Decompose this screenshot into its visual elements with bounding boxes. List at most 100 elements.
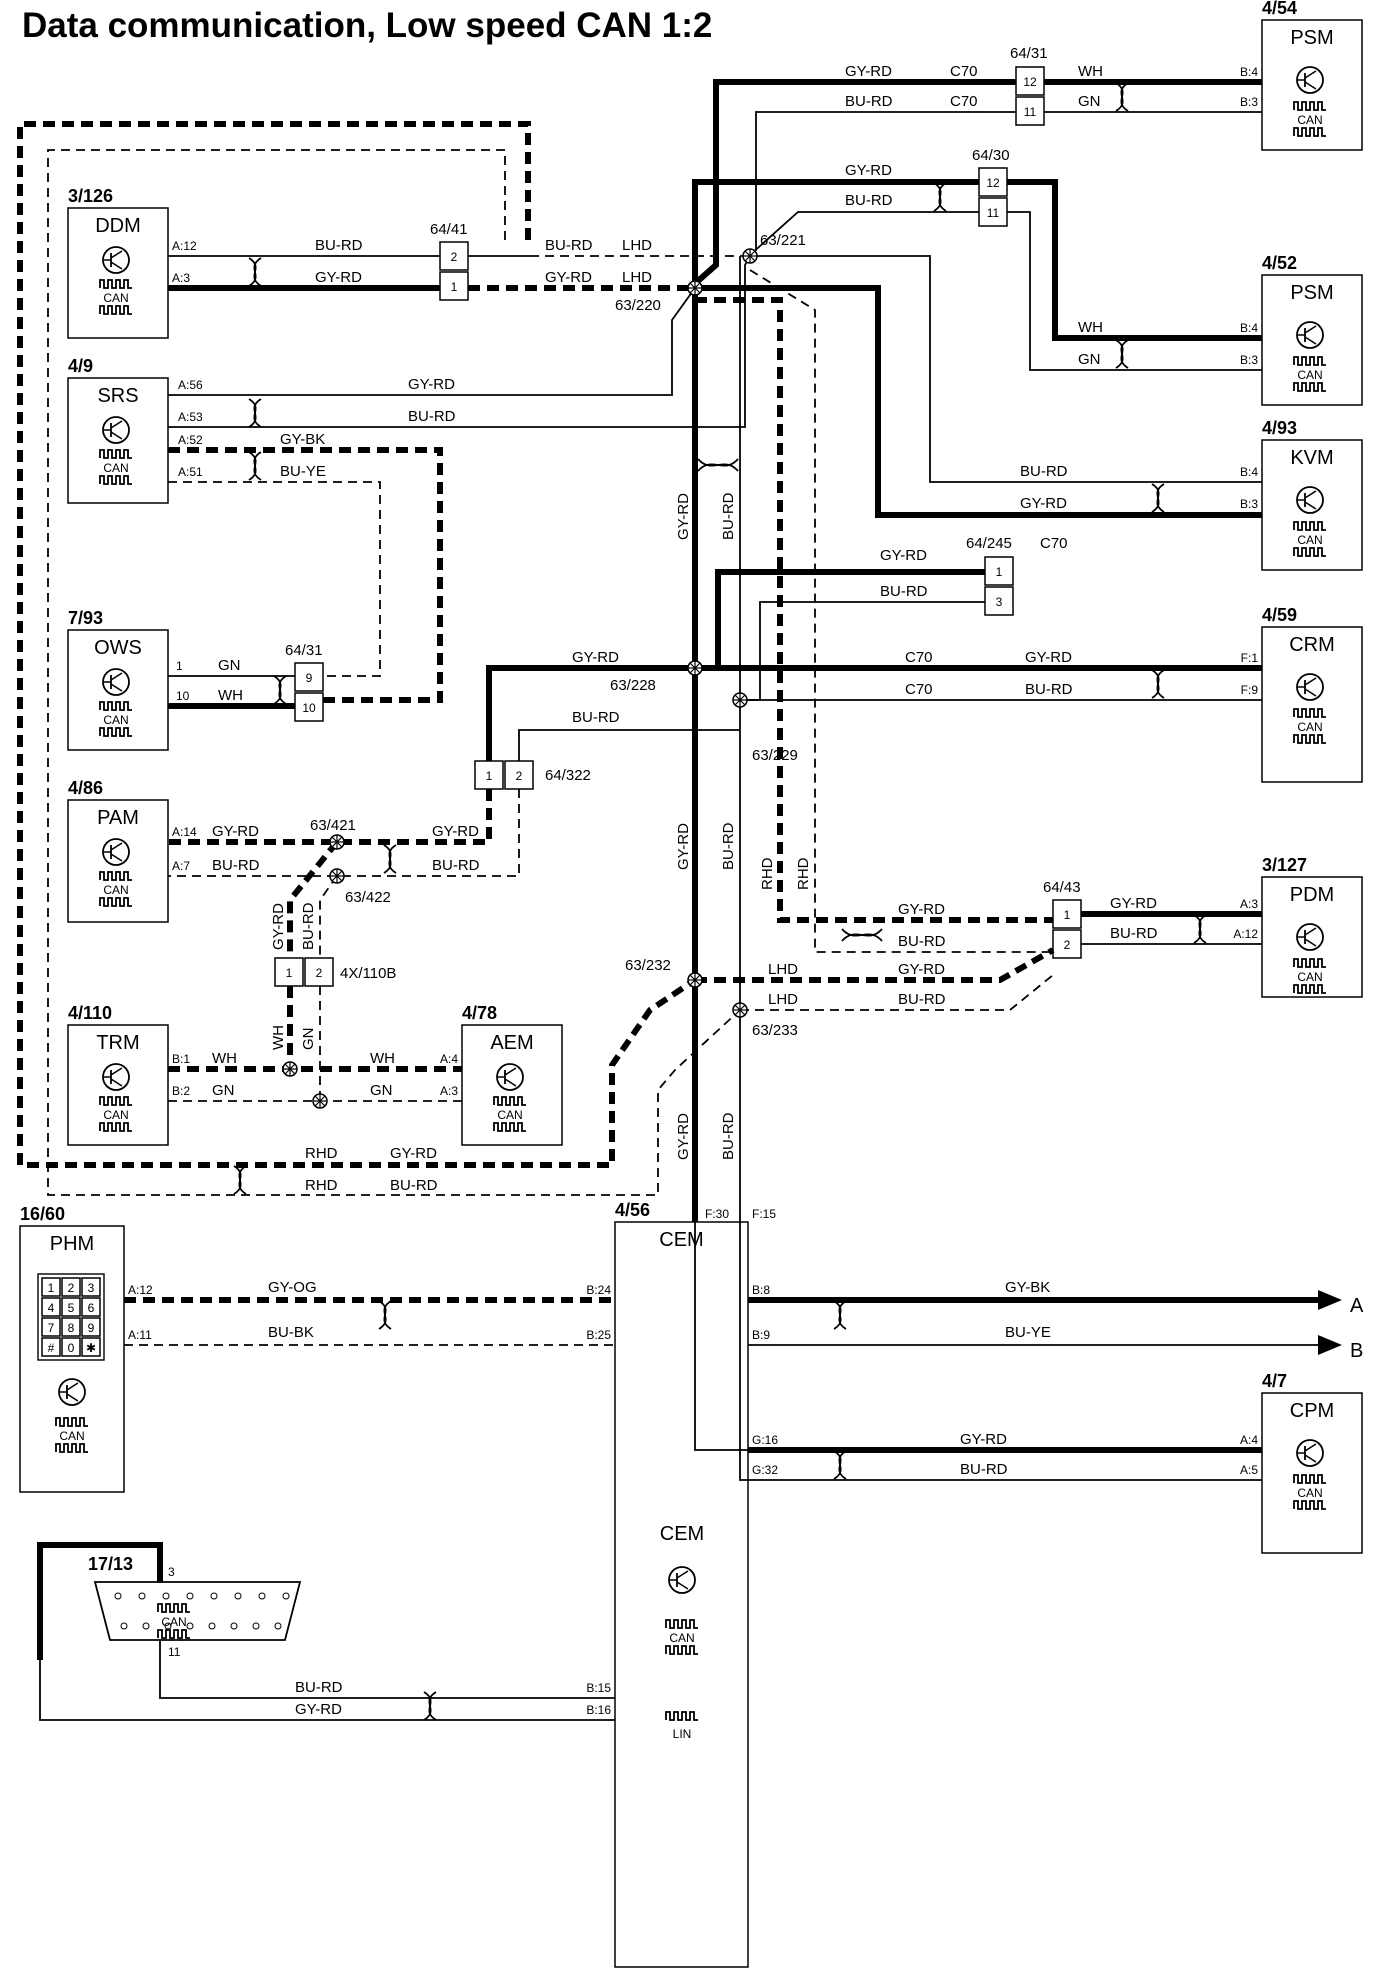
wire-label: GY-RD: [1110, 895, 1157, 912]
wire-label: BU-RD: [845, 192, 893, 209]
transistor-icon: [58, 1378, 86, 1406]
wire-label: LHD: [622, 269, 652, 286]
svg-text:6: 6: [88, 1301, 95, 1315]
pin-label: B:3: [1240, 497, 1258, 511]
component-name: PSM: [1290, 27, 1333, 49]
can-signal-icon: CAN: [99, 701, 132, 737]
twist-icon: [841, 928, 883, 942]
twist-icon: [1193, 914, 1207, 944]
wire: [168, 447, 443, 703]
wire-label: GN: [212, 1082, 235, 1099]
pin-label: B:4: [1240, 321, 1258, 335]
component-ref: 3/127: [1262, 855, 1307, 875]
svg-text:2: 2: [68, 1281, 75, 1295]
can-label: CAN: [1297, 533, 1322, 547]
wire: [168, 287, 696, 396]
wire-label: BU-RD: [1025, 681, 1073, 698]
transistor-icon: [496, 1063, 524, 1091]
wire-label: LHD: [622, 237, 652, 254]
module-aem: [461, 1024, 563, 1146]
pin-label: A:3: [440, 1084, 458, 1098]
twist-icon: [1115, 339, 1129, 369]
arrow-right-icon: [1318, 1335, 1342, 1355]
component-ref: 4/7: [1262, 1371, 1287, 1391]
twist-icon: [1151, 669, 1165, 699]
wire-label: BU-RD: [1110, 925, 1158, 942]
splice-label: 63/220: [615, 297, 661, 314]
twist-icon: [1115, 82, 1129, 112]
component-ref: 4/54: [1262, 0, 1297, 18]
wire-label: GN: [370, 1082, 393, 1099]
connector-pin: 1: [996, 565, 1003, 579]
wire-label: BU-RD: [212, 857, 260, 874]
splice-label: 63/232: [625, 957, 671, 974]
connector-label: 64/43: [1043, 879, 1081, 896]
pin-label: 1: [176, 659, 183, 673]
module-cem: [614, 1221, 749, 1968]
pin-label: F:30: [705, 1207, 729, 1221]
twist-icon: [833, 1450, 847, 1480]
wire-label: BU-YE: [1005, 1324, 1051, 1341]
wire-label: BU-RD: [295, 1679, 343, 1696]
connector-pin: 3: [996, 595, 1003, 609]
component-ref: 4/93: [1262, 418, 1297, 438]
connector-pin: 1: [486, 769, 493, 783]
wire-label: GY-RD: [408, 376, 455, 393]
wire-label: BU-RD: [720, 1112, 737, 1160]
component-name: OWS: [94, 637, 142, 659]
twist-icon: [423, 1691, 437, 1721]
wire: [749, 211, 979, 256]
splice-icon: [329, 834, 345, 850]
wire-label: GN: [300, 1028, 317, 1051]
wire-label: WH: [1078, 63, 1103, 80]
wire: [749, 269, 1053, 953]
can-signal-icon: CAN: [1293, 521, 1326, 557]
can-signal-icon: CAN: [1293, 356, 1326, 392]
component-name: CPM: [1290, 1400, 1334, 1422]
wire-label: GY-RD: [432, 823, 479, 840]
can-signal-icon: CAN: [1293, 1474, 1326, 1510]
svg-text:7: 7: [48, 1321, 55, 1335]
svg-text:1: 1: [48, 1281, 55, 1295]
wire-label: GN: [1078, 351, 1101, 368]
module-srs: [67, 377, 169, 504]
wire-label: WH: [212, 1050, 237, 1067]
svg-text:8: 8: [68, 1321, 75, 1335]
can-signal-icon: CAN: [665, 1619, 698, 1655]
pin-label: B:3: [1240, 353, 1258, 367]
connector-label: 64/322: [545, 767, 591, 784]
component-ref: 3/126: [68, 186, 113, 206]
connector-c6443: 12: [1052, 899, 1082, 959]
wire-label: GY-RD: [572, 649, 619, 666]
component-name: CEM: [659, 1229, 703, 1251]
pin-label: B:4: [1240, 65, 1258, 79]
splice-label: 63/228: [610, 677, 656, 694]
wire: [750, 255, 1262, 483]
pin-label: F:1: [1241, 651, 1259, 665]
pin-label: F:9: [1241, 683, 1259, 697]
splice-label: 63/221: [760, 232, 806, 249]
component-name: PAM: [97, 807, 139, 829]
pin-label: A:4: [440, 1052, 458, 1066]
connector-pin: 1: [286, 966, 293, 980]
transistor-icon: [1296, 321, 1324, 349]
transistor-icon: [1296, 1439, 1324, 1467]
splice-label: 63/233: [752, 1022, 798, 1039]
pin-label: B:4: [1240, 465, 1258, 479]
wire: [695, 285, 1262, 518]
splice-label: 63/229: [752, 747, 798, 764]
can-label: CAN: [103, 713, 128, 727]
twist-icon: [697, 458, 739, 472]
component-name: DDM: [95, 215, 141, 237]
component-ref: 4/56: [615, 1200, 650, 1220]
component-name: PHM: [50, 1233, 94, 1255]
wire-label: BU-BK: [268, 1324, 314, 1341]
wire: [740, 974, 1054, 1011]
can-signal-icon: CAN: [99, 1096, 132, 1132]
connector-label: 64/30: [972, 147, 1010, 164]
connector-pin: 2: [516, 769, 523, 783]
connector-pin: 12: [1023, 75, 1037, 89]
wire: [695, 569, 985, 671]
